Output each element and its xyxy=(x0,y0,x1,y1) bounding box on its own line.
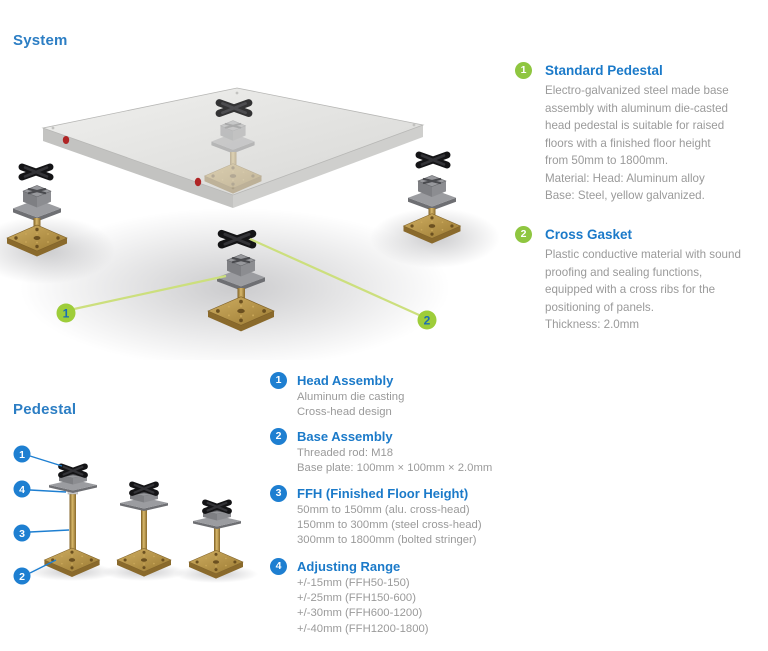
leader-rod xyxy=(29,529,70,533)
badge-cross-gasket: 2 xyxy=(515,226,532,243)
ghost-pedestal xyxy=(204,119,262,195)
pedestal-left xyxy=(6,167,68,257)
gasket-on-middle-head xyxy=(132,484,156,493)
pedestal-callout-3 xyxy=(13,524,31,542)
cross-gasket-left xyxy=(22,167,50,177)
title-standard-pedestal: Standard Pedestal xyxy=(545,63,663,78)
body-adjusting-range: +/-15mm (FFH50-150) +/-25mm (FFH150-600)… xyxy=(297,577,429,635)
pedestal-callout-2 xyxy=(13,567,31,585)
body-standard-pedestal: Electro-galvanized steel made base assem… xyxy=(545,84,729,202)
pedestal-section-title: Pedestal xyxy=(13,401,77,418)
title-ffh: FFH (Finished Floor Height) xyxy=(297,486,469,501)
leader-base xyxy=(29,559,57,574)
body-head-assembly: Aluminum die casting Cross-head design xyxy=(297,391,405,419)
cross-gasket-center xyxy=(222,234,253,245)
pedestal-callout-2-num: 2 xyxy=(19,571,25,583)
leader-head xyxy=(29,455,63,467)
pedestal-callout-1-num: 1 xyxy=(19,449,25,461)
pedestal-illustration: 1 4 3 2 xyxy=(13,445,258,585)
callout-number-2: 2 xyxy=(424,314,431,328)
system-section-title: System xyxy=(13,32,68,49)
badge-standard-pedestal: 1 xyxy=(515,62,532,79)
red-marker-front xyxy=(194,177,202,187)
leader-adjust xyxy=(29,489,67,493)
floor-panel xyxy=(41,87,425,208)
red-marker-left xyxy=(62,136,70,144)
title-adjusting-range: Adjusting Range xyxy=(297,559,401,574)
pedestal-callout-3-num: 3 xyxy=(19,528,25,540)
badge-ffh: 3 xyxy=(270,485,287,502)
badge-base-assembly: 2 xyxy=(270,428,287,445)
callout-circle-2 xyxy=(417,310,437,330)
gasket-on-short-head xyxy=(205,502,229,511)
pedestal-short xyxy=(188,502,244,580)
callout-number-1: 1 xyxy=(63,307,70,321)
title-head-assembly: Head Assembly xyxy=(297,373,394,388)
pedestal-callout-4 xyxy=(13,480,31,498)
callout-line-1 xyxy=(73,274,227,311)
cross-gasket-on-panel xyxy=(219,103,248,114)
pedestal-callout-4-num: 4 xyxy=(19,484,25,496)
body-cross-gasket: Plastic conductive material with sound p… xyxy=(545,248,741,331)
callout-line-2 xyxy=(249,237,420,317)
pedestal-center xyxy=(207,234,275,332)
title-base-assembly: Base Assembly xyxy=(297,429,393,444)
pedestal-callout-1 xyxy=(13,445,31,463)
gasket-on-tall-head xyxy=(61,466,85,475)
body-base-assembly: Threaded rod: M18 Base plate: 100mm × 10… xyxy=(297,447,493,475)
pedestal-tall xyxy=(43,466,101,578)
cross-gasket-right xyxy=(419,155,447,165)
system-illustration: 1 2 xyxy=(0,87,500,360)
title-cross-gasket: Cross Gasket xyxy=(545,227,633,242)
body-ffh: 50mm to 150mm (alu. cross-head) 150mm to… xyxy=(297,504,482,547)
pedestal-middle xyxy=(116,484,172,578)
callout-circle-1 xyxy=(56,303,76,323)
pedestal-right xyxy=(403,155,461,245)
badge-adjusting-range: 4 xyxy=(270,558,287,575)
badge-head-assembly: 1 xyxy=(270,372,287,389)
